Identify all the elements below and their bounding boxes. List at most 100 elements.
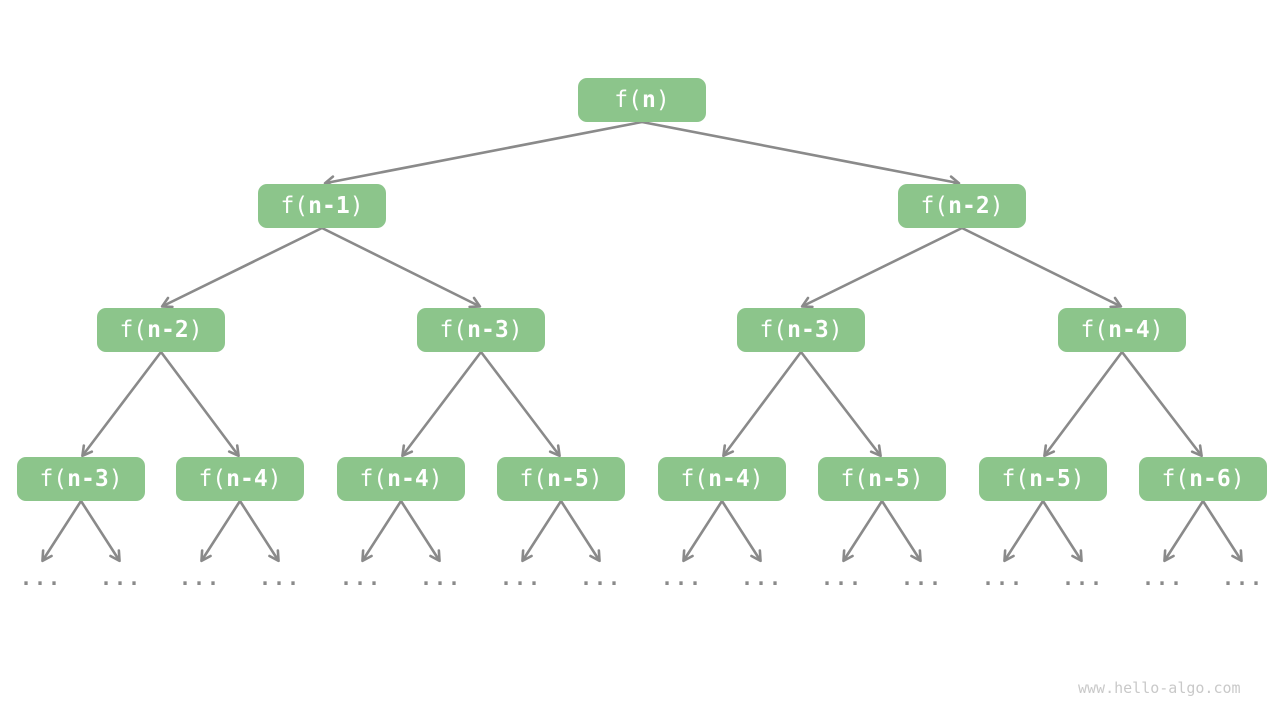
node-label-prefix: f( xyxy=(840,466,869,492)
edge xyxy=(722,350,803,458)
node-label-prefix: f( xyxy=(1161,466,1190,492)
node-label-prefix: f( xyxy=(119,317,148,343)
node-label-arg: n-3 xyxy=(467,317,509,343)
node-label-suffix: ) xyxy=(428,466,443,492)
node-label-suffix: ) xyxy=(989,193,1004,219)
node-label-arg: n-2 xyxy=(147,317,189,343)
ellipsis: ... xyxy=(579,566,623,590)
node-label-arg: n-4 xyxy=(708,466,750,492)
ellipsis: ... xyxy=(339,566,383,590)
edge xyxy=(79,499,121,563)
node-label-prefix: f( xyxy=(280,193,309,219)
ellipsis: ... xyxy=(981,566,1025,590)
ellipsis: ... xyxy=(740,566,784,590)
edge xyxy=(800,226,964,309)
ellipsis: ... xyxy=(419,566,463,590)
node-label-suffix: ) xyxy=(749,466,764,492)
tree-node: f(n-2) xyxy=(898,184,1026,228)
edge xyxy=(160,226,324,309)
edge xyxy=(880,499,922,563)
node-label-suffix: ) xyxy=(655,87,670,113)
edge xyxy=(159,350,240,458)
edge xyxy=(1163,499,1205,563)
tree-node: f(n-5) xyxy=(497,457,625,501)
ellipsis: ... xyxy=(99,566,143,590)
node-label-arg: n-4 xyxy=(226,466,268,492)
edge xyxy=(361,499,403,563)
node-label-arg: n-4 xyxy=(1108,317,1150,343)
node-label-suffix: ) xyxy=(1230,466,1245,492)
node-label-arg: n-3 xyxy=(787,317,829,343)
tree-node: f(n-5) xyxy=(979,457,1107,501)
node-label-prefix: f( xyxy=(614,87,642,113)
node-label-prefix: f( xyxy=(359,466,388,492)
node-label-prefix: f( xyxy=(39,466,68,492)
node-label-suffix: ) xyxy=(349,193,364,219)
node-label-arg: n xyxy=(641,87,656,113)
edge xyxy=(320,226,482,309)
node-label-arg: n-3 xyxy=(67,466,109,492)
tree-node: f(n-4) xyxy=(658,457,786,501)
node-label-arg: n-6 xyxy=(1189,466,1231,492)
edge xyxy=(960,226,1123,309)
ellipsis: ... xyxy=(1061,566,1105,590)
edge xyxy=(401,350,483,458)
node-label-suffix: ) xyxy=(108,466,123,492)
edge xyxy=(1201,499,1243,563)
edge xyxy=(521,499,563,563)
edge xyxy=(682,499,724,563)
edge xyxy=(41,499,83,563)
node-label-prefix: f( xyxy=(1001,466,1030,492)
edge xyxy=(799,350,882,458)
node-label-suffix: ) xyxy=(267,466,282,492)
node-label-suffix: ) xyxy=(508,317,523,343)
tree-node: f(n-4) xyxy=(337,457,465,501)
edge xyxy=(1120,350,1203,458)
node-label-prefix: f( xyxy=(198,466,227,492)
tree-node: f(n-2) xyxy=(97,308,225,352)
node-label-prefix: f( xyxy=(519,466,548,492)
node-label-prefix: f( xyxy=(439,317,468,343)
edge xyxy=(479,350,561,458)
node-label-suffix: ) xyxy=(1149,317,1164,343)
tree-node: f(n-4) xyxy=(1058,308,1186,352)
tree-node-root: f(n) xyxy=(578,78,706,122)
node-label-prefix: f( xyxy=(1080,317,1109,343)
node-label-arg: n-5 xyxy=(1029,466,1071,492)
edge xyxy=(1043,350,1124,458)
node-label-prefix: f( xyxy=(759,317,788,343)
ellipsis: ... xyxy=(1141,566,1185,590)
ellipsis: ... xyxy=(178,566,222,590)
ellipsis: ... xyxy=(660,566,704,590)
ellipsis: ... xyxy=(900,566,944,590)
edge xyxy=(238,499,280,563)
tree-node: f(n-3) xyxy=(737,308,865,352)
edge xyxy=(720,499,762,563)
edge xyxy=(842,499,884,563)
edge xyxy=(81,350,163,458)
tree-node: f(n-3) xyxy=(17,457,145,501)
node-label-suffix: ) xyxy=(909,466,924,492)
edge xyxy=(640,120,961,188)
ellipsis: ... xyxy=(499,566,543,590)
node-label-suffix: ) xyxy=(828,317,843,343)
node-label-suffix: ) xyxy=(588,466,603,492)
node-label-prefix: f( xyxy=(920,193,949,219)
node-label-arg: n-5 xyxy=(547,466,589,492)
node-label-suffix: ) xyxy=(1070,466,1085,492)
edge xyxy=(200,499,242,563)
edge xyxy=(1041,499,1083,563)
node-label-arg: n-5 xyxy=(868,466,910,492)
tree-node: f(n-1) xyxy=(258,184,386,228)
edge xyxy=(323,120,644,188)
node-label-arg: n-2 xyxy=(948,193,990,219)
tree-node: f(n-6) xyxy=(1139,457,1267,501)
ellipsis: ... xyxy=(19,566,63,590)
tree-node: f(n-4) xyxy=(176,457,304,501)
node-label-arg: n-1 xyxy=(308,193,350,219)
edge xyxy=(1003,499,1045,563)
watermark: www.hello-algo.com xyxy=(1078,679,1241,697)
edge xyxy=(399,499,441,563)
